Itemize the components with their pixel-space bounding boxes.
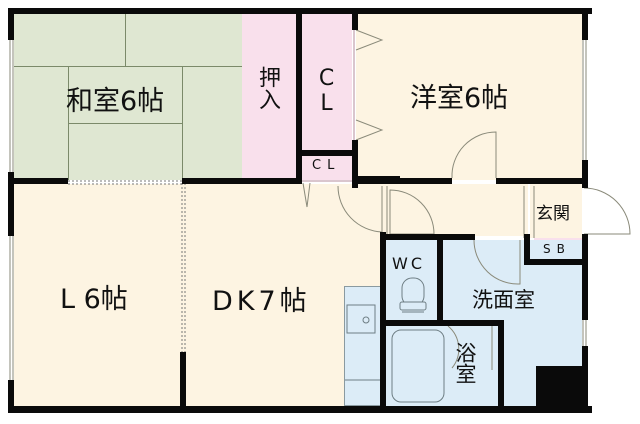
dining-kitchen-label: DK7帖 [212,286,311,317]
genkan-label: 玄関 [536,204,570,224]
wall-dk-divider-bottom [180,352,186,410]
wall-hall-bottom [380,234,440,240]
washitsu-room [14,14,242,180]
wall-sb-bottom [524,259,588,265]
wall-senmen-top [437,234,475,240]
wall-youshitsu-bottom-mid [400,178,452,184]
closet-small-label: CL [312,158,341,173]
oshiire-closet [242,14,296,180]
tatami-line [182,66,183,180]
closet-small [302,156,354,180]
wall-wc-bottom [380,320,504,326]
closet-large-label: CL [314,66,339,116]
washitsu-label: 和室6帖 [66,86,165,117]
wall-cl-youshitsu-low [352,140,358,188]
wall-right-mid1 [582,160,588,188]
wall-bath-right [498,320,504,410]
tatami-line [68,123,182,124]
senmenjo-label: 洗面室 [472,288,535,312]
wall-right-mid2 [582,234,588,320]
tatami-line [14,66,242,67]
genkan-area [530,184,582,238]
wall-left-mid [8,172,14,236]
bathroom-label: 浴室 [453,342,477,384]
youshitsu-room [356,14,582,180]
wall-washitsu-bottom-right [182,178,302,184]
wall-sb-left [524,234,530,264]
youshitsu-label: 洋室6帖 [410,83,509,114]
toilet-label: WC [392,254,425,273]
wall-washitsu-bottom-left [8,178,68,184]
wall-bottom [8,406,592,413]
living-label: L 6帖 [60,284,128,315]
closet-large [302,14,352,154]
shoe-box-label: SB [543,242,571,256]
wall-youshitsu-bottom-right [496,178,588,184]
wall-cl-small-top [302,150,352,156]
living-room [14,184,184,406]
pipe-shaft [536,366,588,413]
wall-youshitsu-bottom-left [352,176,400,184]
oshiire-label: 押入 [255,66,280,110]
wall-oshiire-cl [296,8,302,184]
wall-right-top [582,8,588,40]
wall-left-bottom [8,380,14,413]
wall-cl-youshitsu [352,8,358,30]
tatami-line [125,14,126,66]
wall-left-top [8,8,14,40]
wall-wc-right [437,234,443,326]
